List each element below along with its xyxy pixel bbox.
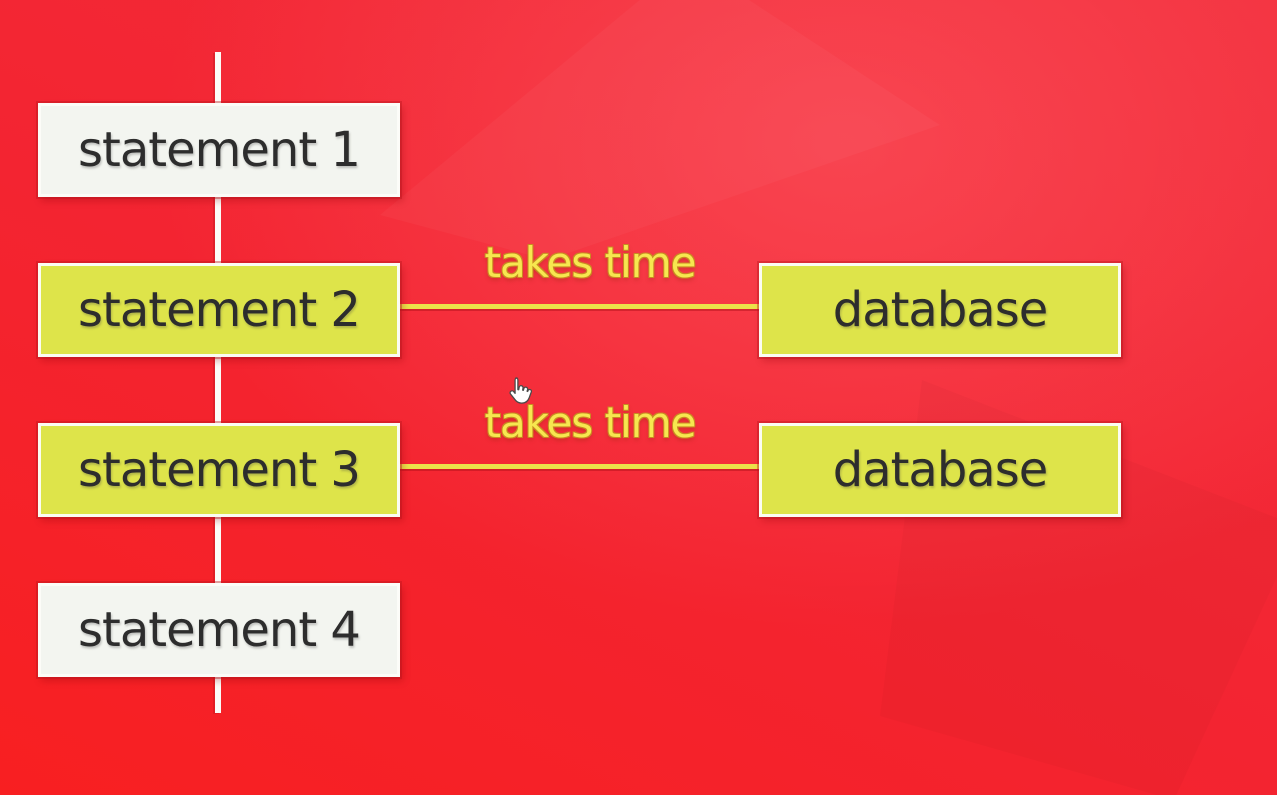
statement-2-box: statement 2 <box>38 263 400 357</box>
database-2-box: database <box>759 423 1121 517</box>
statement-4-box: statement 4 <box>38 583 400 677</box>
database-2-label: database <box>832 442 1049 498</box>
hand-pointer-cursor <box>504 376 533 413</box>
statement-2-label: statement 2 <box>78 282 361 338</box>
connector-line-2 <box>400 464 759 469</box>
connector-label-2: takes time <box>484 398 697 447</box>
statement-1-label: statement 1 <box>78 122 361 178</box>
connector-line-1 <box>400 304 759 309</box>
background-facet <box>380 0 940 260</box>
database-1-box: database <box>759 263 1121 357</box>
database-1-label: database <box>832 282 1049 338</box>
statement-1-box: statement 1 <box>38 103 400 197</box>
flow-vertical-line <box>215 52 221 713</box>
statement-3-box: statement 3 <box>38 423 400 517</box>
statement-4-label: statement 4 <box>78 602 361 658</box>
statement-3-label: statement 3 <box>78 442 361 498</box>
connector-label-1: takes time <box>484 238 697 287</box>
